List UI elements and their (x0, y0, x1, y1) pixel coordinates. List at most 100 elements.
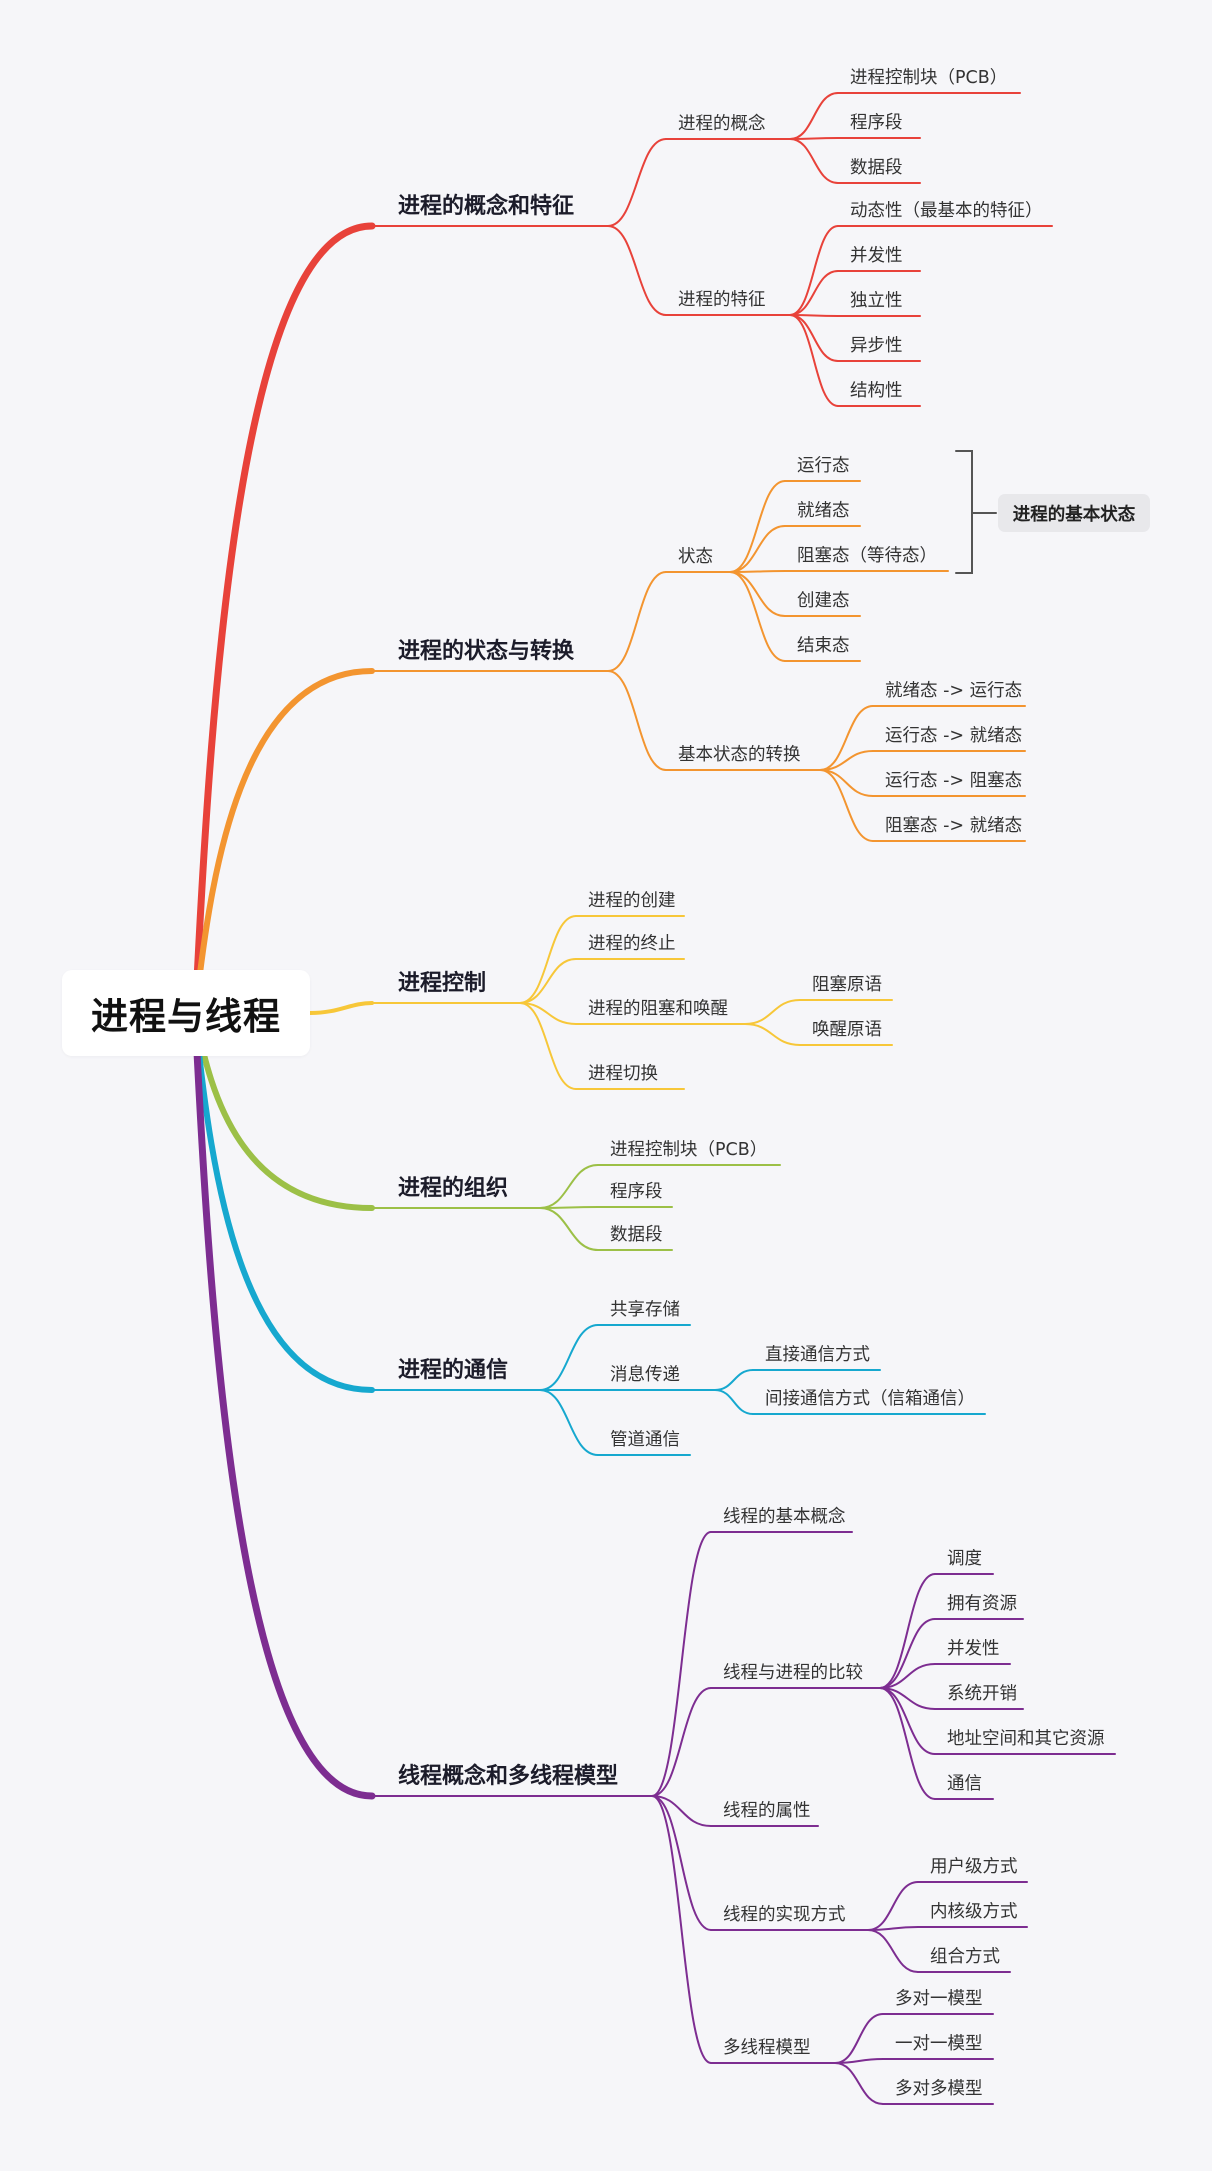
grandchild-label[interactable]: 阻塞态（等待态） (797, 546, 937, 566)
grandchild-label[interactable]: 程序段 (850, 113, 903, 133)
grandchild-connector (789, 314, 839, 407)
grandchild-label[interactable]: 一对一模型 (895, 2034, 983, 2054)
child-label[interactable]: 程序段 (610, 1182, 663, 1202)
grandchild-connector (744, 1023, 801, 1046)
branch-label[interactable]: 进程控制 (398, 971, 487, 996)
child-connector (539, 1207, 599, 1251)
branch-label[interactable]: 进程的通信 (398, 1358, 509, 1383)
grandchild-label[interactable]: 进程控制块（PCB） (850, 68, 1008, 88)
child-label[interactable]: 管道通信 (610, 1430, 680, 1450)
grandchild-label[interactable]: 并发性 (850, 246, 903, 266)
grandchild-label[interactable]: 运行态 (797, 456, 850, 476)
grandchild-label[interactable]: 直接通信方式 (765, 1345, 870, 1365)
child-connector (651, 1531, 712, 1797)
grandchild-connector (819, 769, 874, 797)
branch-connector (308, 1001, 374, 1015)
branch-connector (193, 668, 375, 1010)
grandchild-label[interactable]: 就绪态 -> 运行态 (885, 681, 1023, 701)
child-label[interactable]: 数据段 (610, 1225, 663, 1245)
grandchild-connector (879, 1573, 936, 1689)
child-connector (539, 1206, 599, 1209)
child-label[interactable]: 进程的概念 (678, 114, 766, 134)
grandchild-connector (789, 314, 839, 362)
grandchild-label[interactable]: 地址空间和其它资源 (947, 1729, 1105, 1749)
grandchild-connector (819, 750, 874, 771)
child-label[interactable]: 线程的属性 (723, 1801, 811, 1821)
grandchild-connector (879, 1663, 936, 1689)
summary-node-basic-states[interactable]: 进程的基本状态 (998, 494, 1150, 532)
grandchild-label[interactable]: 数据段 (850, 158, 903, 178)
grandchild-label[interactable]: 阻塞态 -> 就绪态 (885, 816, 1023, 836)
grandchild-label[interactable]: 异步性 (850, 336, 903, 356)
grandchild-label[interactable]: 通信 (947, 1774, 982, 1794)
child-label[interactable]: 共享存储 (610, 1300, 680, 1320)
grandchild-label[interactable]: 动态性（最基本的特征） (850, 201, 1043, 221)
grandchild-connector (819, 769, 874, 842)
child-connector (519, 1002, 577, 1090)
child-label[interactable]: 进程控制块（PCB） (610, 1140, 768, 1160)
root-node[interactable]: 进程与线程 (62, 970, 310, 1056)
child-connector (651, 1795, 712, 1827)
summary-bracket (955, 450, 973, 574)
child-connector (607, 571, 667, 672)
grandchild-connector (729, 480, 786, 573)
child-label[interactable]: 线程与进程的比较 (723, 1663, 863, 1683)
branch-label[interactable]: 进程的状态与转换 (398, 639, 575, 664)
grandchild-connector (789, 225, 839, 316)
child-label[interactable]: 消息传递 (610, 1365, 680, 1385)
branch-label[interactable]: 进程的组织 (398, 1176, 509, 1201)
child-label[interactable]: 进程的创建 (588, 891, 676, 911)
grandchild-connector (834, 2013, 884, 2064)
grandchild-connector (789, 92, 839, 140)
grandchild-label[interactable]: 系统开销 (947, 1684, 1017, 1704)
child-connector (519, 915, 577, 1004)
grandchild-label[interactable]: 内核级方式 (930, 1902, 1018, 1922)
grandchild-label[interactable]: 多对多模型 (895, 2079, 983, 2099)
child-label[interactable]: 状态 (678, 547, 713, 567)
grandchild-label[interactable]: 运行态 -> 就绪态 (885, 726, 1023, 746)
branch-label[interactable]: 进程的概念和特征 (398, 194, 575, 219)
branch-label[interactable]: 线程概念和多线程模型 (398, 1764, 619, 1789)
grandchild-label[interactable]: 调度 (947, 1549, 982, 1569)
grandchild-connector (867, 1929, 919, 1973)
grandchild-connector (729, 525, 786, 573)
grandchild-label[interactable]: 多对一模型 (895, 1989, 983, 2009)
grandchild-label[interactable]: 运行态 -> 阻塞态 (885, 771, 1023, 791)
child-label[interactable]: 进程的终止 (588, 934, 676, 954)
grandchild-connector (714, 1369, 754, 1391)
child-connector (607, 670, 667, 771)
grandchild-label[interactable]: 创建态 (797, 591, 850, 611)
child-connector (519, 1002, 577, 1025)
child-connector (539, 1324, 599, 1391)
grandchild-label[interactable]: 结束态 (797, 636, 850, 656)
child-connector (539, 1389, 599, 1456)
grandchild-label[interactable]: 拥有资源 (947, 1594, 1017, 1614)
grandchild-label[interactable]: 独立性 (850, 291, 903, 311)
grandchild-label[interactable]: 结构性 (850, 381, 903, 401)
grandchild-label[interactable]: 阻塞原语 (812, 975, 882, 995)
grandchild-connector (879, 1687, 936, 1800)
grandchild-connector (834, 2062, 884, 2105)
child-label[interactable]: 基本状态的转换 (678, 745, 801, 765)
summary-label: 进程的基本状态 (1012, 504, 1136, 525)
child-label[interactable]: 线程的实现方式 (723, 1905, 846, 1925)
grandchild-label[interactable]: 用户级方式 (930, 1857, 1018, 1877)
grandchild-label[interactable]: 并发性 (947, 1639, 1000, 1659)
grandchild-connector (744, 999, 801, 1025)
child-connector (651, 1795, 712, 1931)
child-connector (607, 225, 667, 316)
branch-connector (193, 1022, 375, 1393)
child-label[interactable]: 进程的特征 (678, 290, 766, 310)
child-connector (539, 1164, 599, 1209)
grandchild-label[interactable]: 就绪态 (797, 501, 850, 521)
child-label[interactable]: 多线程模型 (723, 2038, 811, 2058)
grandchild-label[interactable]: 间接通信方式（信箱通信） (765, 1389, 975, 1409)
grandchild-label[interactable]: 组合方式 (930, 1947, 1000, 1967)
grandchild-label[interactable]: 唤醒原语 (812, 1020, 882, 1040)
child-label[interactable]: 进程切换 (588, 1064, 658, 1084)
child-label[interactable]: 进程的阻塞和唤醒 (588, 999, 728, 1019)
child-connector (519, 958, 577, 1004)
grandchild-connector (729, 570, 786, 573)
child-label[interactable]: 线程的基本概念 (723, 1507, 846, 1527)
